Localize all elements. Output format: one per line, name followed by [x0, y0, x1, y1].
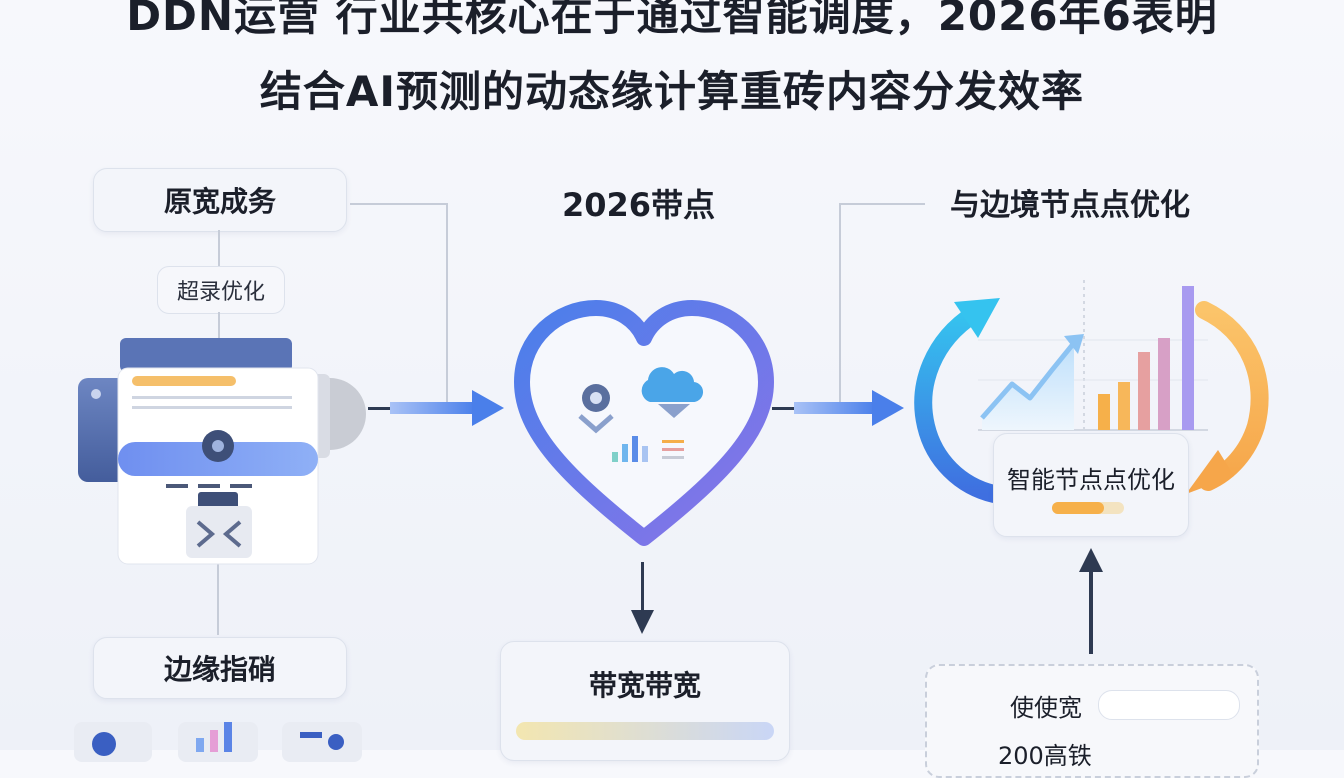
connector-line — [218, 230, 220, 266]
edge-index-label: 边缘指硝 — [163, 653, 276, 686]
source-service-label: 原宽成务 — [163, 185, 276, 218]
server-illustration — [78, 338, 366, 565]
bandwidth-list-panel — [925, 664, 1259, 778]
right-label: 与边境节点点优化 — [950, 188, 1190, 223]
bandwidth-card: 带宽带宽 — [500, 641, 790, 761]
bandwidth-label: 带宽带宽 — [588, 669, 701, 702]
connector-elbow — [217, 203, 925, 635]
heart-node-icon — [514, 300, 774, 546]
bandwidth-bar — [516, 722, 774, 740]
arrow-down-icon — [631, 562, 654, 634]
cycle-chart-illustration — [914, 280, 1269, 503]
title-line-1: DDN运营 行业共核心在于通过智能调度，2026年6表明 — [126, 0, 1218, 40]
center-label: 2026带点 — [562, 186, 716, 224]
title-line-2: 结合AI预测的动态缘计算重砖内容分发效率 — [259, 67, 1085, 116]
arrow-right-icon — [772, 390, 904, 426]
list-item-label: 200高铁 — [998, 742, 1092, 770]
smart-node-label: 智能节点点优化 — [1007, 466, 1175, 494]
optimize-pill-label: 超录优化 — [176, 280, 265, 305]
connector-line — [218, 312, 220, 342]
bottom-icon-tiles — [74, 722, 362, 762]
smart-node-panel: 智能节点点优化 — [993, 433, 1189, 537]
arrow-up-icon — [1079, 548, 1103, 654]
edge-index-card: 边缘指硝 — [93, 637, 347, 699]
arrow-right-icon — [368, 390, 504, 426]
list-item-bar — [1098, 690, 1240, 720]
optimize-pill: 超录优化 — [157, 266, 285, 314]
source-service-card: 原宽成务 — [93, 168, 347, 232]
smart-node-progress — [1052, 502, 1124, 514]
list-item-label: 使使宽 — [1010, 694, 1082, 722]
